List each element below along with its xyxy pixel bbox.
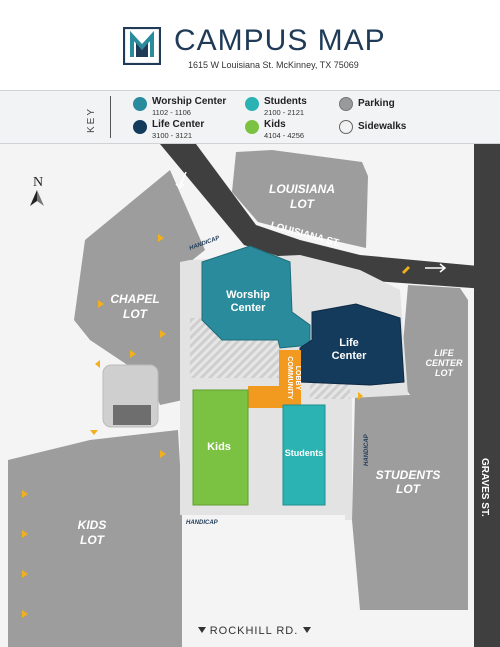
- life-lot-label-3: LOT: [435, 368, 454, 378]
- community-lobby-wing: [248, 386, 280, 408]
- students-lot-label-2: LOT: [396, 482, 422, 496]
- key-divider: [110, 96, 111, 138]
- arrow-mark: [98, 300, 104, 308]
- road-arrows: [175, 171, 447, 273]
- traffic-arrows: [22, 234, 410, 618]
- students-swatch: [245, 97, 259, 111]
- key-heading: KEY: [86, 106, 97, 133]
- east-crosswalk: [310, 383, 350, 399]
- community-lobby-label-1: COMMUNITY: [286, 356, 293, 399]
- louisiana-lot-label-1: LOUISIANA: [269, 182, 335, 196]
- students-lot: [352, 395, 468, 610]
- key-students-label: Students: [264, 96, 307, 107]
- arrow-mark: [358, 392, 363, 400]
- rockhill-rd: [182, 612, 474, 647]
- key-worship-label: Worship Center: [152, 96, 227, 107]
- worship-label-2: Center: [231, 302, 267, 314]
- key-students-range: 2100 - 2121: [264, 108, 305, 117]
- kids-swatch: [245, 120, 259, 134]
- church-logo: [123, 27, 161, 65]
- rockhill-rd-sign: ROCKHILL RD.: [198, 625, 311, 637]
- arrow-mark: [22, 490, 28, 498]
- kids-building: [192, 389, 249, 506]
- worship-label-1: Worship: [226, 289, 270, 301]
- north-arrow-icon: [30, 190, 44, 206]
- louisiana-lot: [232, 150, 368, 248]
- compass-label: N: [33, 175, 43, 190]
- students-lot-label-1: STUDENTS: [376, 468, 441, 482]
- arrow-mark: [130, 350, 136, 358]
- sidewalks-swatch: [339, 120, 353, 134]
- arrow-mark: [90, 430, 98, 435]
- graves-st-label: GRAVES ST.: [479, 458, 490, 517]
- arrow-mark: [22, 570, 28, 578]
- rockhill-rd-label: ROCKHILL RD.: [210, 625, 299, 637]
- handicap-label-east: HANDICAP: [364, 433, 370, 466]
- chapel-lot: [74, 170, 205, 405]
- louisiana-lot-label-2: LOT: [290, 197, 316, 211]
- map-header: CAMPUS MAP 1615 W Louisiana St. McKinney…: [0, 0, 500, 90]
- community-lobby-label-2: LOBBY: [294, 366, 301, 391]
- down-arrow-icon: [198, 627, 206, 633]
- key-life-range: 3100 - 3121: [152, 131, 193, 140]
- arrow-mark: [22, 610, 28, 618]
- life-label-2: Center: [332, 350, 368, 362]
- key-parking-label: Parking: [358, 98, 395, 109]
- road-arrow-south: [175, 171, 187, 190]
- arrow-mark: [160, 330, 166, 338]
- students-label: Students: [285, 448, 324, 458]
- arrow-mark: [95, 360, 100, 368]
- key-sidewalks-label: Sidewalks: [358, 121, 407, 132]
- life-lot-label-1: LIFE: [434, 348, 454, 358]
- chapel-lot-label-2: LOT: [123, 307, 149, 321]
- key-kids-range: 4104 - 4256: [264, 131, 305, 140]
- life-label-1: Life: [339, 337, 359, 349]
- road-arrow-east: [425, 263, 447, 273]
- key-life-label: Life Center: [152, 119, 205, 130]
- campus-map: N LOUISIANA LOT CHAPEL LOT LIFE CENTER L…: [0, 144, 500, 647]
- kids-lot-label-2: LOT: [80, 533, 106, 547]
- arrow-mark: [158, 234, 164, 242]
- key-worship-range: 1102 - 1106: [152, 108, 191, 117]
- kids-label: Kids: [207, 441, 231, 453]
- address-text: 1615 W Louisiana St. McKinney, TX 75069: [188, 60, 359, 70]
- community-lobby: [279, 350, 301, 408]
- parking-swatch: [339, 97, 353, 111]
- chapel-annex: [113, 405, 151, 425]
- students-building: [282, 404, 326, 506]
- life-lot-label-2: CENTER: [425, 358, 463, 368]
- down-arrow-icon: [303, 627, 311, 633]
- life-center-swatch: [133, 120, 147, 134]
- louisiana-st-road: [160, 144, 500, 290]
- chapel-lot-label-1: CHAPEL: [110, 292, 159, 306]
- handicap-label-south: HANDICAP: [186, 520, 219, 526]
- worship-center-swatch: [133, 97, 147, 111]
- arrow-mark: [402, 266, 410, 274]
- arrow-mark: [160, 450, 166, 458]
- page-title: CAMPUS MAP: [174, 24, 386, 57]
- kids-lot: [8, 430, 182, 647]
- life-center-lot: [400, 285, 468, 395]
- life-center-building: [299, 303, 405, 386]
- key-kids-label: Kids: [264, 119, 286, 130]
- arrow-mark: [22, 530, 28, 538]
- kids-lot-label-1: KIDS: [78, 518, 107, 532]
- graves-st-road: [474, 144, 500, 647]
